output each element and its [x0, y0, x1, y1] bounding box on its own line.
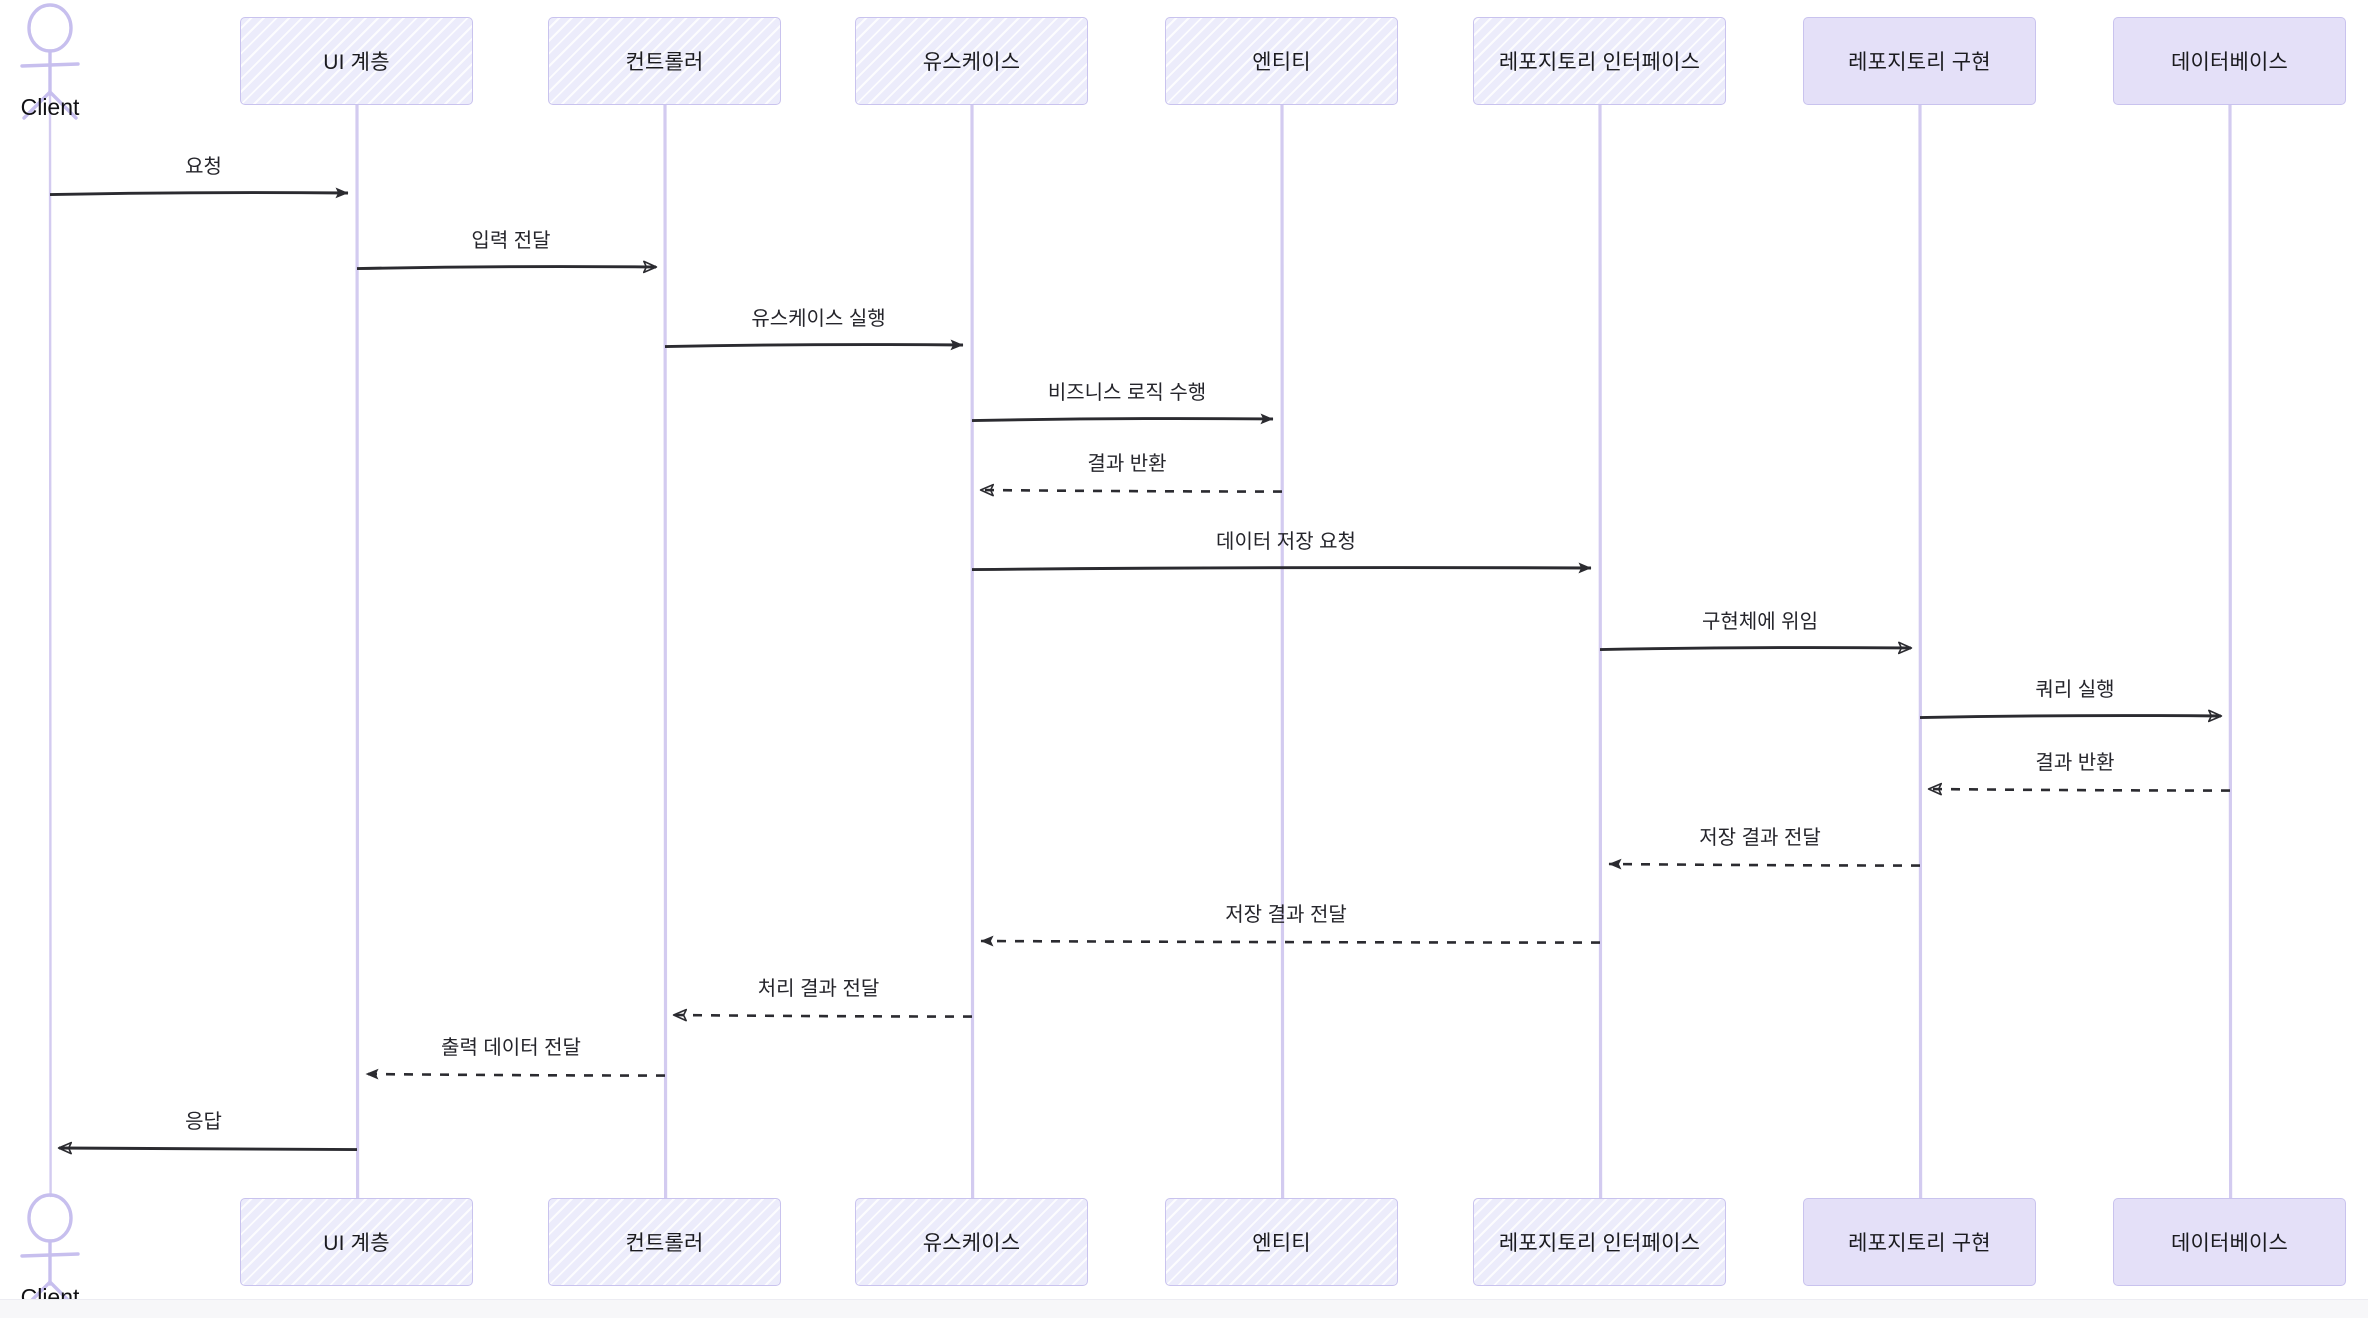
participant-label: 레포지토리 인터페이스	[1498, 1232, 1701, 1255]
message-label-3: 유스케이스 실행	[751, 308, 886, 330]
participant-label: 엔티티	[1252, 51, 1311, 74]
participant-label: 레포지토리 구현	[1848, 51, 1991, 74]
message-arrow-8	[1919, 709, 2223, 723]
participant-label: UI 계층	[323, 51, 390, 74]
participant-label: 데이터베이스	[2170, 1232, 2289, 1255]
participant-box-repoimpl-bottom[interactable]: 레포지토리 구현	[1803, 1198, 2036, 1286]
participant-label: 컨트롤러	[625, 1232, 704, 1255]
message-arrow-7	[1599, 641, 1913, 655]
participant-box-entity-bottom[interactable]: 엔티티	[1165, 1198, 1398, 1286]
lifeline-ui	[355, 103, 360, 1200]
message-label-5: 결과 반환	[1087, 453, 1167, 475]
participant-box-repoif-top[interactable]: 레포지토리 인터페이스	[1473, 17, 1726, 105]
participant-box-controller-top[interactable]: 컨트롤러	[548, 17, 781, 105]
message-arrow-6	[971, 562, 1592, 574]
lifeline-usecase	[970, 103, 975, 1200]
participant-label: 컨트롤러	[625, 51, 704, 74]
message-label-10: 저장 결과 전달	[1699, 827, 1821, 849]
message-arrow-9	[1927, 782, 2231, 796]
participant-label: 레포지토리 구현	[1848, 1232, 1991, 1255]
message-label-6: 데이터 저장 요청	[1216, 531, 1356, 553]
participant-box-entity-top[interactable]: 엔티티	[1165, 17, 1398, 105]
actor-glyph-client-top	[20, 3, 80, 120]
message-arrow-10	[1608, 858, 1921, 870]
message-label-2: 입력 전달	[471, 230, 551, 252]
actor-label-client-top: Client	[20, 94, 80, 120]
message-label-13: 출력 데이터 전달	[441, 1037, 581, 1059]
lifeline-client	[48, 90, 52, 1198]
participant-box-database-top[interactable]: 데이터베이스	[2113, 17, 2346, 105]
message-label-14: 응답	[185, 1111, 222, 1133]
participant-box-controller-bottom[interactable]: 컨트롤러	[548, 1198, 781, 1286]
message-arrow-12	[672, 1008, 973, 1022]
participant-label: 레포지토리 인터페이스	[1498, 51, 1701, 74]
message-label-12: 처리 결과 전달	[757, 978, 880, 1000]
message-arrow-4	[971, 413, 1274, 425]
message-arrow-11	[980, 935, 1601, 947]
message-label-1: 요청	[185, 156, 222, 178]
message-label-7: 구현체에 위임	[1702, 611, 1818, 633]
message-arrow-13	[365, 1068, 666, 1080]
message-arrow-3	[664, 339, 964, 351]
message-label-8: 쿼리 실행	[2035, 679, 2115, 701]
participant-label: UI 계층	[323, 1232, 390, 1255]
participant-box-usecase-top[interactable]: 유스케이스	[855, 17, 1088, 105]
message-arrow-1	[49, 187, 349, 199]
message-arrow-5	[979, 483, 1283, 497]
participant-label: 엔티티	[1252, 1232, 1311, 1255]
participant-label: 유스케이스	[922, 51, 1021, 74]
lifeline-entity	[1280, 103, 1285, 1200]
participant-box-usecase-bottom[interactable]: 유스케이스	[855, 1198, 1088, 1286]
participant-label: 데이터베이스	[2170, 51, 2289, 74]
message-label-9: 결과 반환	[2035, 752, 2115, 774]
message-label-4: 비즈니스 로직 수행	[1047, 382, 1207, 404]
lifelines-group	[48, 90, 2233, 1200]
participant-box-ui-top[interactable]: UI 계층	[240, 17, 473, 105]
message-label-11: 저장 결과 전달	[1225, 904, 1347, 926]
lifeline-controller	[663, 103, 668, 1200]
participant-box-ui-bottom[interactable]: UI 계층	[240, 1198, 473, 1286]
lifeline-repoif	[1598, 103, 1603, 1200]
participant-box-repoif-bottom[interactable]: 레포지토리 인터페이스	[1473, 1198, 1726, 1286]
lifeline-repoimpl	[1918, 103, 1923, 1200]
participant-box-database-bottom[interactable]: 데이터베이스	[2113, 1198, 2346, 1286]
message-arrow-2	[356, 260, 658, 274]
message-arrows-group	[49, 187, 2231, 1155]
lifeline-database	[2228, 103, 2233, 1200]
participant-label: 유스케이스	[922, 1232, 1021, 1255]
participant-box-repoimpl-top[interactable]: 레포지토리 구현	[1803, 17, 2036, 105]
message-arrow-14	[57, 1141, 358, 1155]
page-bottom-strip	[0, 1299, 2368, 1318]
